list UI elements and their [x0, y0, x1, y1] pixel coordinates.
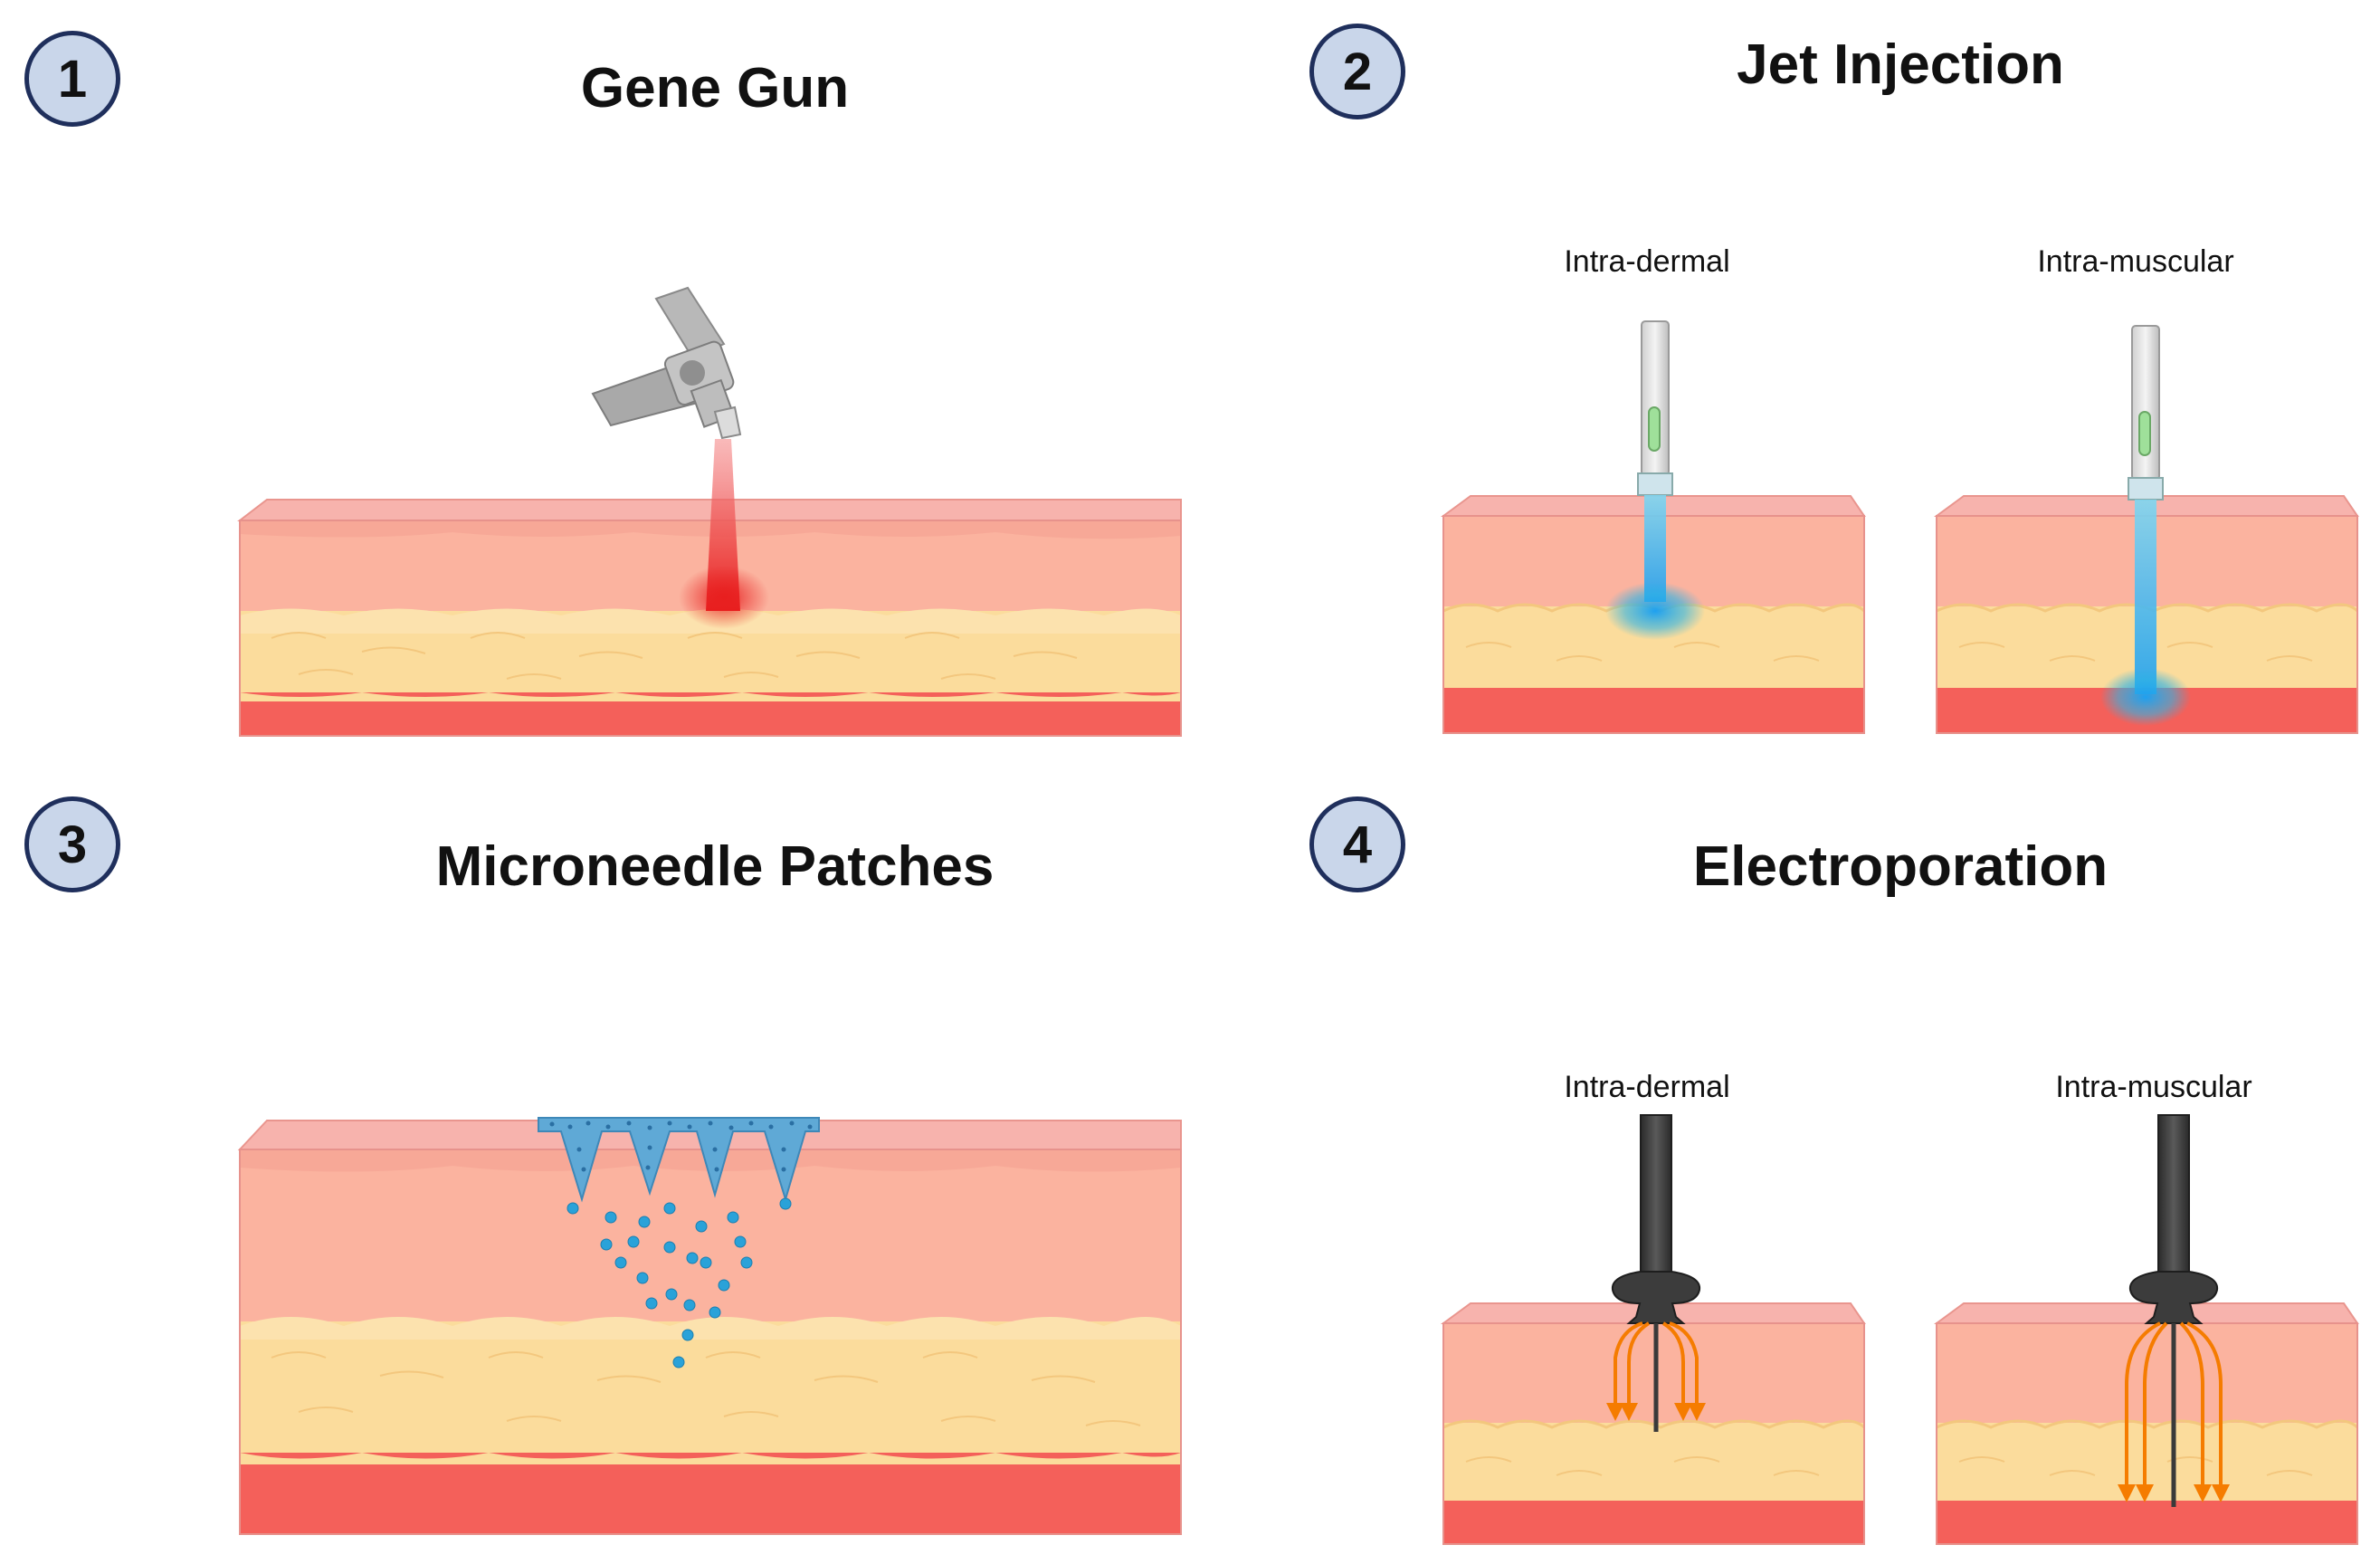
- jet-intradermal-deposit: [1605, 582, 1705, 640]
- electro-intradermal-field-lines: [1606, 1321, 1706, 1421]
- panel-2-sublabel-intradermal: Intra-dermal: [1564, 244, 1730, 279]
- electro-intramuscular-skin-block: [1933, 1302, 2359, 1545]
- microneedle-released-particles: [566, 1197, 792, 1368]
- panel-3-title: Microneedle Patches: [435, 835, 995, 898]
- electro-intramuscular-electrode-icon: [2128, 1114, 2219, 1507]
- panel-1-title: Gene Gun: [580, 57, 850, 119]
- gene-gun-impact-glow: [679, 566, 769, 629]
- panel-1-number-badge: 1: [24, 31, 120, 127]
- panel-4-title: Electroporation: [1692, 835, 2109, 898]
- jet-intramuscular-deposit: [2100, 668, 2191, 726]
- panel-2-number-badge: 2: [1309, 24, 1405, 119]
- microneedle-skin-block: [237, 1120, 1182, 1535]
- panel-2-sublabel-intramuscular: Intra-muscular: [2037, 244, 2234, 279]
- panel-2-title: Jet Injection: [1737, 33, 2064, 96]
- panel-4-number-badge: 4: [1309, 796, 1405, 892]
- jet-intramuscular-injector-icon: [2128, 325, 2164, 501]
- gene-gun-device-icon: [591, 286, 742, 440]
- electro-intradermal-electrode-icon: [1611, 1114, 1701, 1432]
- panel-4-sublabel-intradermal: Intra-dermal: [1564, 1070, 1730, 1104]
- jet-intramuscular-fluid-stream: [2135, 500, 2156, 694]
- panel-3-number-badge: 3: [24, 796, 120, 892]
- electro-intramuscular-field-lines: [2118, 1321, 2230, 1502]
- jet-intradermal-injector-icon: [1637, 320, 1673, 496]
- microneedle-patch-icon: [538, 1117, 820, 1203]
- panel-4-sublabel-intramuscular: Intra-muscular: [2055, 1070, 2252, 1104]
